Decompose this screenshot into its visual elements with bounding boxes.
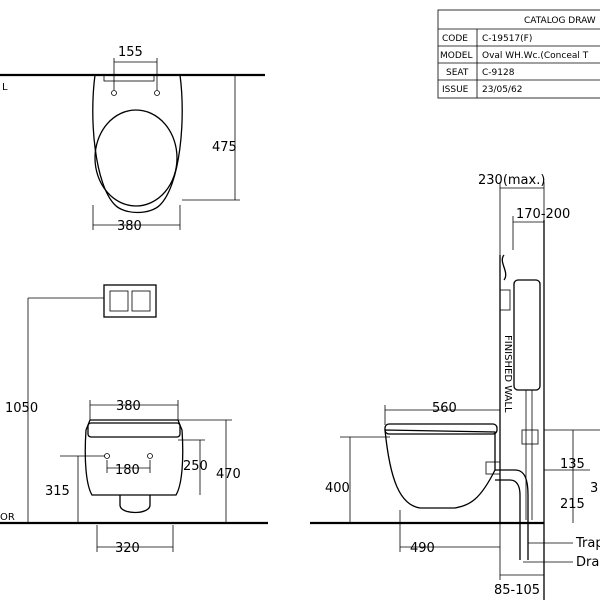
dim-230-max: 230(max.) — [478, 173, 545, 188]
front-floor-label: OR — [0, 512, 15, 523]
dim-380-front: 380 — [116, 399, 141, 414]
dim-85-105: 85-105 — [494, 583, 540, 598]
dim-400: 400 — [325, 481, 350, 496]
front-bowl — [84, 419, 184, 496]
title-row-model-value: Oval WH.Wc.(Conceal T — [482, 51, 589, 61]
finished-wall-label: FINISHED WALL — [502, 335, 513, 413]
title-row-code-key: CODE — [442, 34, 468, 44]
title-block-title: CATALOG DRAW — [524, 16, 596, 26]
dim-475: 475 — [212, 140, 237, 155]
title-block: CATALOG DRAW CODE C-19517(F) MODEL Oval … — [437, 9, 600, 99]
front-view: 1050 OR 380 180 250 470 315 — [0, 284, 268, 556]
dim-490: 490 — [410, 541, 435, 556]
dim-3-fragment: 3 — [590, 481, 598, 496]
side-seat — [384, 423, 498, 435]
top-seat-oval — [94, 109, 178, 207]
dim-215: 215 — [560, 497, 585, 512]
dim-180: 180 — [115, 463, 140, 478]
title-row-seat-key: SEAT — [446, 68, 469, 78]
dim-135: 135 — [560, 457, 585, 472]
top-hole-left — [111, 90, 117, 96]
top-view: L 155 475 380 — [0, 45, 265, 234]
dim-250: 250 — [183, 459, 208, 474]
dim-155: 155 — [118, 45, 143, 60]
dim-560: 560 — [432, 401, 457, 416]
title-row-code-value: C-19517(F) — [482, 34, 532, 44]
dim-320: 320 — [115, 541, 140, 556]
front-hole-right — [147, 453, 153, 459]
flush-button-right — [131, 290, 151, 312]
top-bowl-outline — [92, 74, 183, 214]
dim-380-top: 380 — [117, 219, 142, 234]
dim-170-200: 170-200 — [516, 207, 570, 222]
title-row-model-key: MODEL — [440, 51, 472, 61]
dim-315: 315 — [45, 484, 70, 499]
dim-470: 470 — [216, 467, 241, 482]
concealed-cistern — [513, 279, 541, 391]
flush-plate — [103, 284, 157, 318]
title-row-issue-key: ISSUE — [442, 85, 469, 95]
top-wall-label: L — [2, 82, 8, 93]
side-bowl — [384, 429, 496, 509]
flush-button-left — [109, 290, 129, 312]
side-view: FINISHED WALL 230(max.) 170-200 560 — [310, 173, 600, 600]
top-hole-right — [154, 90, 160, 96]
title-row-seat-value: C-9128 — [482, 68, 515, 78]
dim-1050: 1050 — [5, 401, 38, 416]
drain-label: Drai — [576, 555, 600, 570]
front-seat — [87, 422, 181, 438]
title-row-issue-value: 23/05/62 — [482, 85, 522, 95]
front-hole-left — [104, 453, 110, 459]
trap-label: Trap — [575, 536, 600, 551]
